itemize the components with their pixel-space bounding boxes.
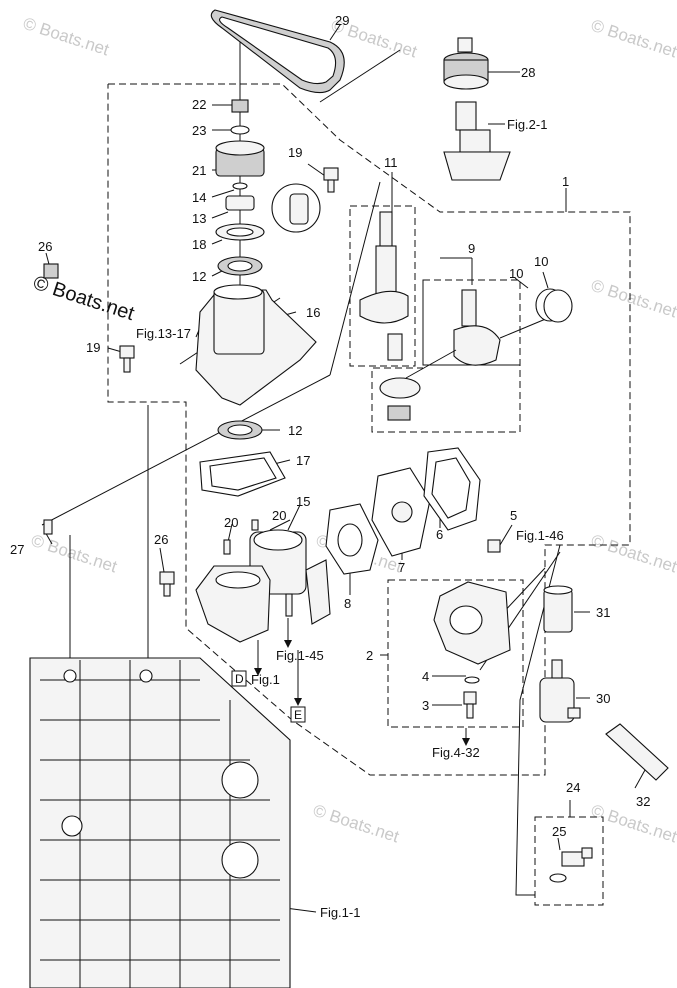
ref-fig-1: Fig.1 bbox=[251, 672, 280, 687]
callout-28: 28 bbox=[521, 65, 535, 80]
ref-fig-13-17: Fig.13-17 bbox=[136, 326, 191, 341]
callout-17: 17 bbox=[296, 453, 310, 468]
diaphragm-parts bbox=[325, 447, 481, 575]
piston-parts bbox=[379, 288, 573, 421]
callout-26: 26 bbox=[38, 239, 52, 254]
watermark-text: © Boats.net bbox=[589, 16, 677, 62]
callout-25: 25 bbox=[552, 824, 566, 839]
pump-housing-part bbox=[195, 284, 317, 406]
bolt-parts bbox=[43, 167, 339, 373]
callout-11: 11 bbox=[384, 155, 398, 170]
callout-6: 6 bbox=[436, 527, 443, 542]
watermark-text: © Boats.net bbox=[589, 276, 677, 322]
callout-26: 26 bbox=[154, 532, 168, 547]
callout-27: 27 bbox=[10, 542, 24, 557]
watermark-text: © Boats.net bbox=[589, 801, 677, 847]
ref-fig-1-45: Fig.1-45 bbox=[276, 648, 324, 663]
ref-box-d-label: D bbox=[235, 672, 244, 686]
pulley-part bbox=[443, 37, 511, 181]
ref-fig-1-1: Fig.1-1 bbox=[320, 905, 360, 920]
callout-14: 14 bbox=[192, 190, 206, 205]
callout-13: 13 bbox=[192, 211, 206, 226]
engine-block-part bbox=[29, 657, 291, 988]
watermark-text-prominent: © Boats.net bbox=[30, 272, 137, 325]
callout-8: 8 bbox=[344, 596, 351, 611]
callout-10: 10 bbox=[534, 254, 548, 269]
callout-4: 4 bbox=[422, 669, 429, 684]
fuel-pump-part bbox=[433, 539, 511, 719]
assembly-outlines bbox=[107, 83, 631, 906]
ref-box-e bbox=[290, 706, 306, 723]
callout-2: 2 bbox=[366, 648, 373, 663]
callout-5: 5 bbox=[510, 508, 517, 523]
ref-fig-1-46: Fig.1-46 bbox=[516, 528, 564, 543]
callout-15: 15 bbox=[296, 494, 310, 509]
callout-7: 7 bbox=[398, 560, 405, 575]
callout-12: 12 bbox=[288, 423, 302, 438]
cylinder-body-part bbox=[43, 519, 331, 643]
ref-box-d bbox=[231, 670, 247, 687]
callout-20: 20 bbox=[272, 508, 286, 523]
callout-1: 1 bbox=[562, 174, 569, 189]
callout-3: 3 bbox=[422, 698, 429, 713]
callout-19: 19 bbox=[86, 340, 100, 355]
callout-31: 31 bbox=[596, 605, 610, 620]
figure-references: Fig.2-1 Fig.13-17 Fig.1-46 Fig.1-45 D Fi… bbox=[136, 117, 564, 920]
watermark-text: © Boats.net bbox=[589, 531, 677, 577]
watermark-text: © Boats.net bbox=[311, 801, 402, 847]
ref-fig-2-1: Fig.2-1 bbox=[507, 117, 547, 132]
callout-32: 32 bbox=[636, 794, 650, 809]
callout-19: 19 bbox=[288, 145, 302, 160]
callout-24: 24 bbox=[566, 780, 580, 795]
ref-fig-4-32: Fig.4-32 bbox=[432, 745, 480, 760]
parts bbox=[29, 9, 669, 988]
timing-belt-part bbox=[210, 9, 345, 94]
callout-30: 30 bbox=[596, 691, 610, 706]
shaft-stack-parts bbox=[215, 99, 321, 276]
callout-18: 18 bbox=[192, 237, 206, 252]
watermark-text: © Boats.net bbox=[29, 531, 120, 577]
callout-9: 9 bbox=[468, 241, 475, 256]
callout-16: 16 bbox=[306, 305, 320, 320]
callout-numbers: 29 28 22 23 21 14 13 18 12 19 11 1 9 10 … bbox=[10, 13, 650, 839]
callout-21: 21 bbox=[192, 163, 206, 178]
crankshaft-part bbox=[359, 211, 409, 361]
callout-23: 23 bbox=[192, 123, 206, 138]
ref-box-e-label: E bbox=[294, 708, 302, 722]
callout-12: 12 bbox=[192, 269, 206, 284]
callout-20: 20 bbox=[224, 515, 238, 530]
callout-10: 10 bbox=[509, 266, 523, 281]
watermark-text: © Boats.net bbox=[21, 14, 112, 60]
callout-29: 29 bbox=[335, 13, 349, 28]
bearing-gasket-parts bbox=[199, 420, 286, 497]
filter-hose-parts bbox=[539, 585, 669, 883]
callout-22: 22 bbox=[192, 97, 206, 112]
